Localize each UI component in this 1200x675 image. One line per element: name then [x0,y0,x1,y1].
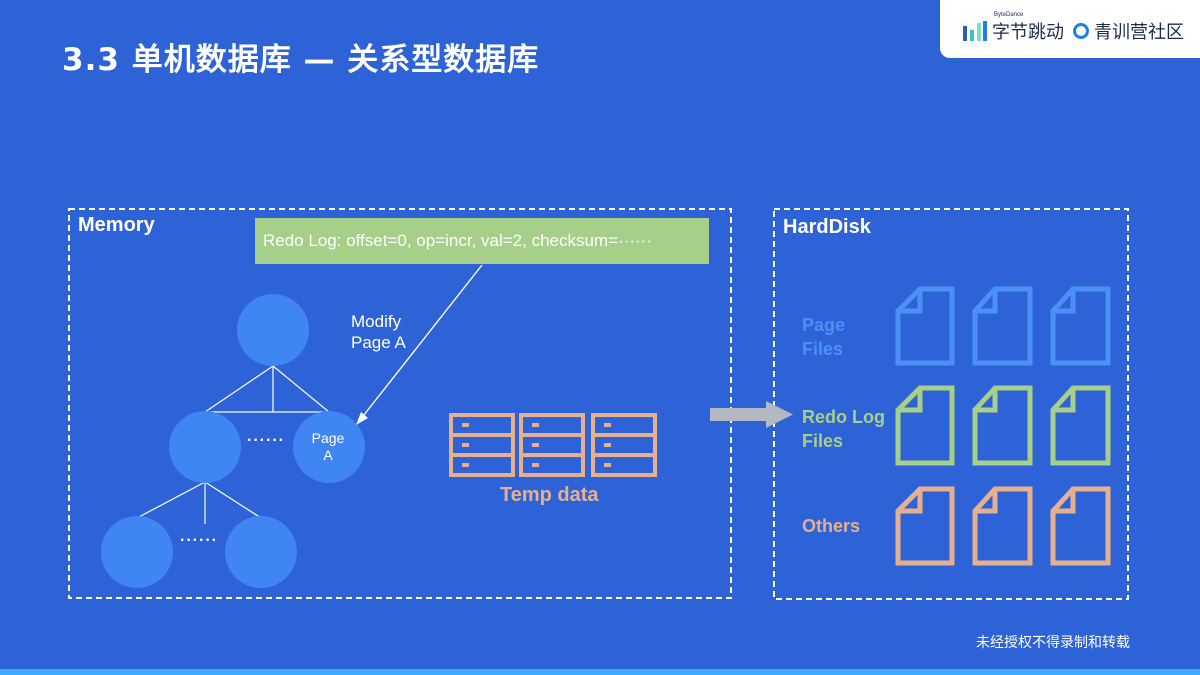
temp-data-icon [449,413,657,477]
tree-leaf-right [225,516,297,588]
flush-arrow-head [766,401,793,428]
harddisk-label: HardDisk [783,216,871,238]
logo-bar: ByteDance 字节跳动 青训营社区 [940,0,1200,58]
page-files-line1: Page [802,315,846,335]
tree-node-left [169,411,241,483]
others-line1: Others [802,516,861,536]
page-files-icons [895,286,1111,366]
redo-log-files-line2: Files [802,431,844,451]
redo-log-files-icons [895,385,1111,466]
bytedance-cn-text: 字节跳动 [992,22,1064,43]
modify-page-a-text: Modify Page A [351,311,406,353]
tree-leaf-left [101,516,173,588]
others-files-icons [895,486,1111,566]
flush-arrow-body [710,408,768,421]
tree-root-node [237,294,309,366]
slide-title: 3.3 单机数据库 — 关系型数据库 [62,42,540,78]
page-a-line2: A [323,447,333,463]
modify-arrow-line [359,264,483,421]
harddisk-box [773,208,1129,600]
tree-ellipsis-upper: ······ [247,432,285,449]
temp-data-label: Temp data [500,484,599,506]
modify-arrow-head [356,412,368,425]
redo-log-entry: Redo Log: offset=0, op=incr, val=2, chec… [255,218,709,264]
bytedance-bars-icon [963,21,987,41]
others-label: Others [802,514,860,538]
camp-logo: 青训营社区 [1072,18,1184,44]
redo-log-files-label: Redo Log Files [802,405,885,453]
camp-ring-icon [1073,23,1089,39]
modify-line1: Modify [351,312,402,331]
bytedance-small-text: ByteDance [994,12,1024,18]
camp-text: 青训营社区 [1094,22,1184,43]
page-a-label: Page A [295,430,361,464]
memory-label: Memory [78,214,155,236]
watermark-text: 未经授权不得录制和转载 [976,635,1130,651]
page-files-line2: Files [802,339,844,359]
tree-ellipsis-lower: ······ [180,532,218,549]
page-files-label: Page Files [802,313,845,361]
tree-node-page-a [293,411,365,483]
memory-box [68,208,732,599]
modify-line2: Page A [351,333,406,352]
redo-log-files-line1: Redo Log [802,407,885,427]
bytedance-logo: 字节跳动 [962,18,1064,44]
progress-strip [0,669,1200,675]
page-a-line1: Page [311,430,345,446]
